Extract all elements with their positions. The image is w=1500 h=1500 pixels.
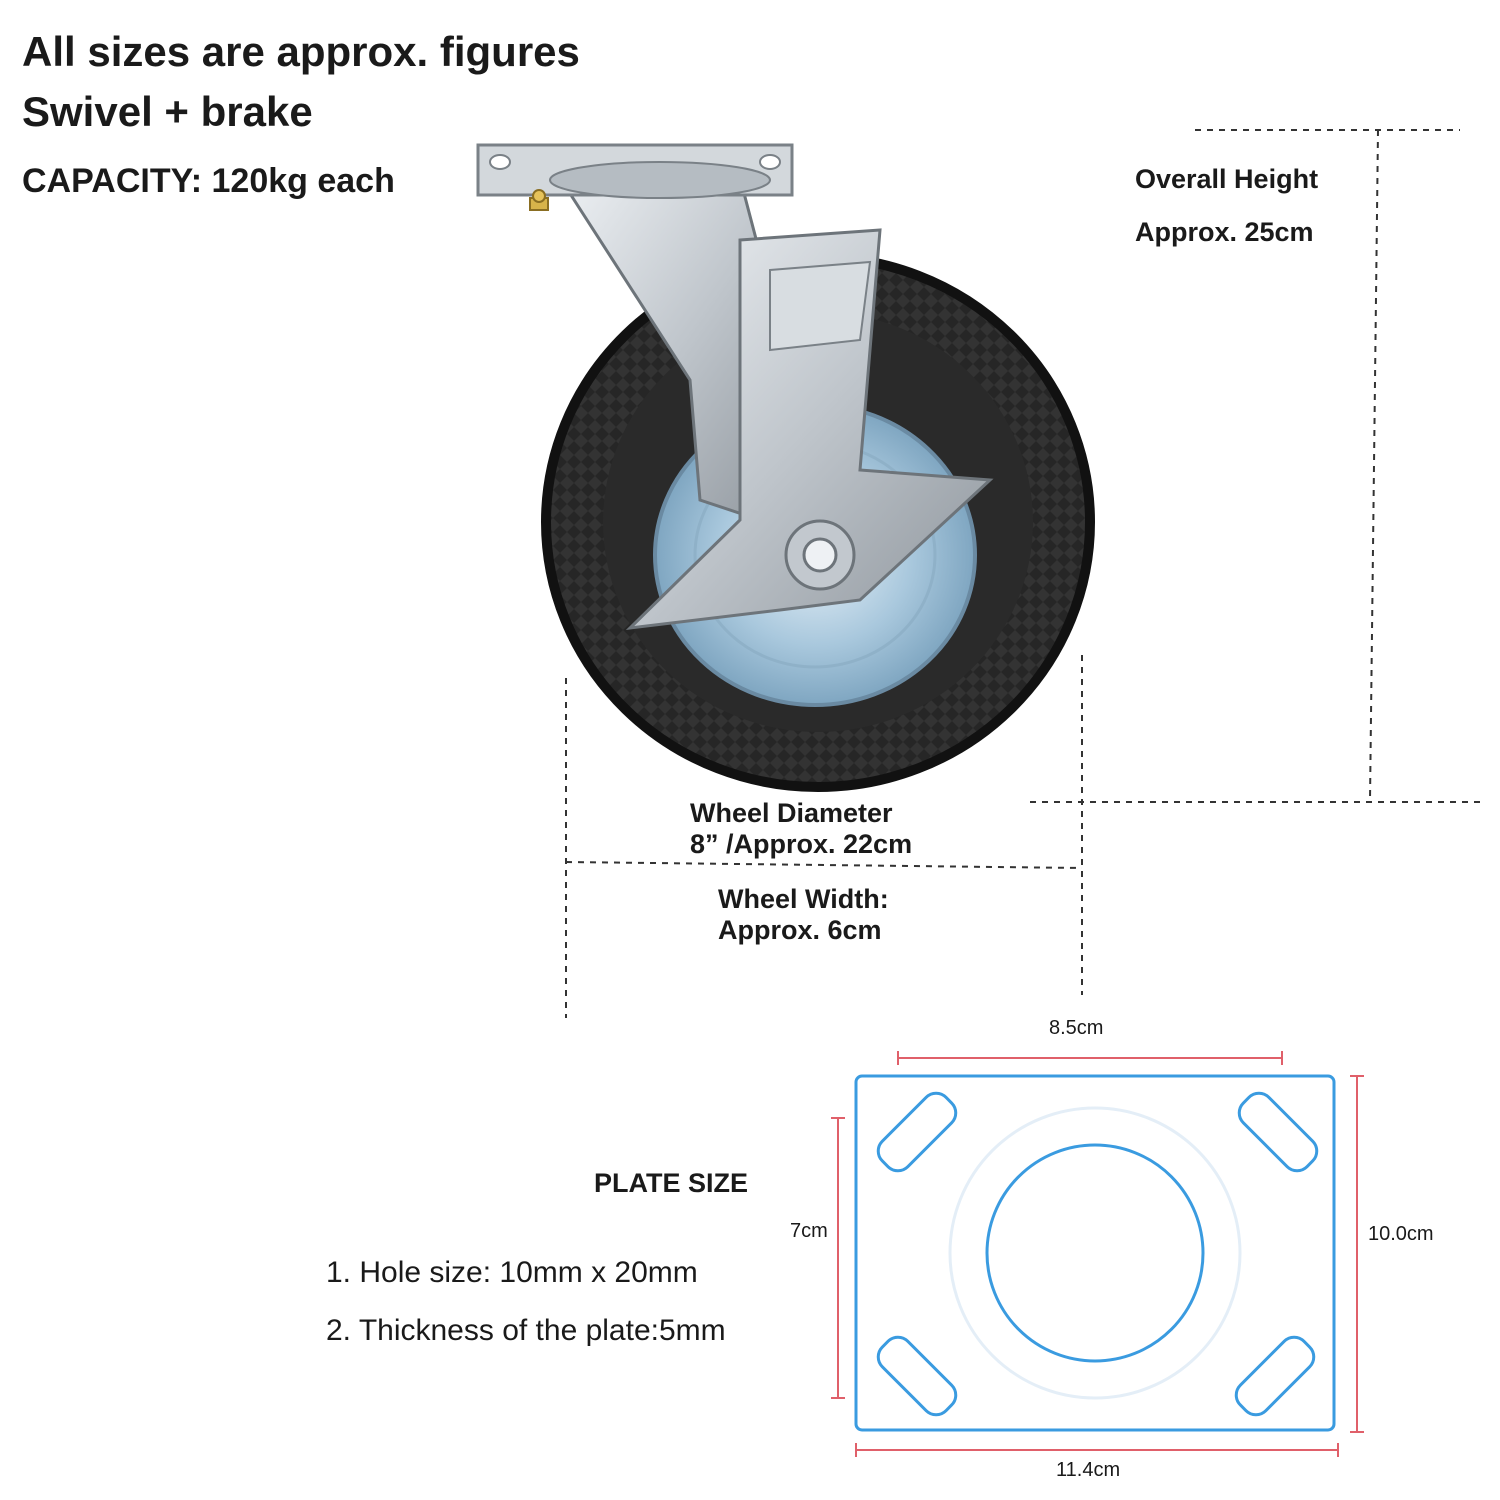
wheel-width-value: Approx. 6cm [718,915,882,945]
header-line-1: All sizes are approx. figures [22,28,580,75]
top-mounting-plate [476,143,794,199]
plate-center-circle [985,1143,1205,1363]
hole-spacing-width-label: 8.5cm [1049,1017,1104,1039]
axle-nut [784,519,856,591]
height-vertical-line [1369,129,1379,801]
plate-note-hole-size: 1. Hole size: 10mm x 20mm [326,1256,698,1289]
hole-spacing-height-label: 7cm [790,1220,828,1242]
plate-outline [854,1074,1336,1432]
capacity-label: CAPACITY: 120kg each [22,162,395,200]
brake-plate [625,228,994,631]
plate-width-label: 11.4cm [1056,1459,1121,1481]
plate-outer-ring [948,1106,1242,1400]
mount-hole-bottom-left [876,1335,958,1417]
mount-hole-bottom-right [1234,1335,1316,1417]
plate-diagram [831,1051,1364,1457]
overall-height-title: Overall Height [1135,164,1319,194]
plate-note-thickness: 2. Thickness of the plate:5mm [326,1314,726,1347]
wheel-diameter-value: 8” /Approx. 22cm [690,829,913,859]
overall-height-value: Approx. 25cm [1135,217,1314,247]
dimension-lines [565,129,1485,1018]
header-line-2: Swivel + brake [22,88,313,135]
plate-height-label: 10.0cm [1368,1223,1434,1245]
wheel-width-title: Wheel Width: [718,884,889,914]
wheel-diameter-title: Wheel Diameter [690,798,893,828]
plate-size-title: PLATE SIZE [594,1168,749,1198]
mount-hole-top-right [1237,1091,1319,1173]
mount-hole-top-left [876,1091,958,1173]
grease-nipple [529,189,549,211]
width-horizontal-line [565,861,1083,869]
